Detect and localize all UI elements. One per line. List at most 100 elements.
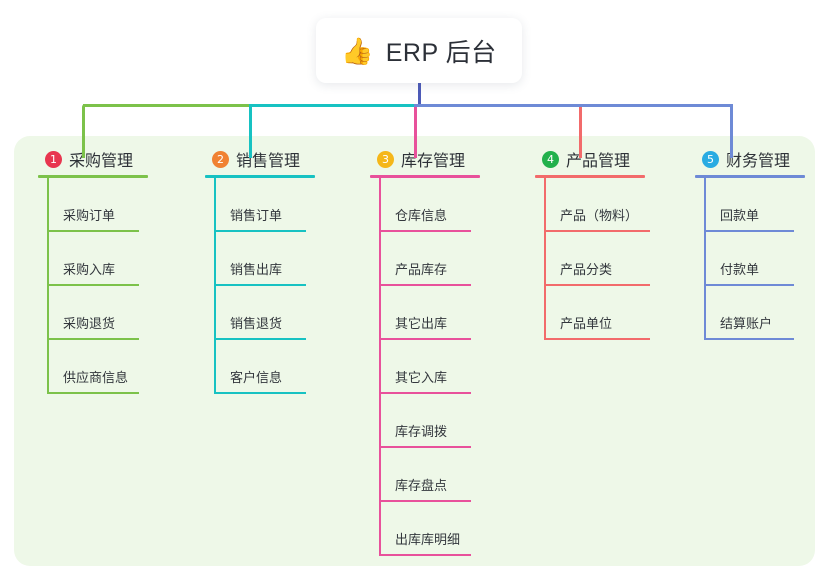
branch-header-4[interactable]: 4 产品管理 <box>535 148 645 170</box>
leaf-node-underline <box>379 500 471 502</box>
leaf-node-label: 出库库明细 <box>395 532 461 547</box>
root-node-title: ERP 后台 <box>385 38 497 67</box>
branch-title-2: 销售管理 <box>236 153 301 170</box>
leaf-node-underline <box>379 392 471 394</box>
leaf-node[interactable]: 销售退货 <box>214 286 315 340</box>
leaf-node-underline <box>47 230 139 232</box>
leaf-node[interactable]: 产品（物料） <box>544 178 650 232</box>
leaf-node[interactable]: 库存盘点 <box>379 448 480 502</box>
branch-trunk-3 <box>379 178 381 556</box>
branch-header-2[interactable]: 2 销售管理 <box>205 148 315 170</box>
branch-items-3: 仓库信息产品库存其它出库其它入库库存调拨库存盘点出库库明细 <box>379 178 480 556</box>
branch-title-1: 采购管理 <box>69 153 134 170</box>
leaf-node-label: 产品（物料） <box>560 208 639 223</box>
leaf-node-label: 付款单 <box>720 262 760 277</box>
branch-trunk-5 <box>704 178 706 340</box>
leaf-node[interactable]: 销售出库 <box>214 232 315 286</box>
branch-header-3[interactable]: 3 库存管理 <box>370 148 480 170</box>
leaf-node[interactable]: 结算账户 <box>704 286 805 340</box>
root-connector-stem <box>418 83 421 107</box>
leaf-node-label: 产品库存 <box>395 262 448 277</box>
leaf-node-underline <box>544 284 650 286</box>
branch-underline-5 <box>695 175 805 178</box>
branch-badge-5: 5 <box>702 150 719 168</box>
branch-column-2: 2 销售管理销售订单销售出库销售退货客户信息 <box>205 148 315 394</box>
leaf-node-underline <box>704 230 794 232</box>
branch-badge-4: 4 <box>542 150 559 168</box>
leaf-node[interactable]: 产品单位 <box>544 286 650 340</box>
leaf-node-underline <box>379 554 471 556</box>
branch-column-5: 5 财务管理回款单付款单结算账户 <box>695 148 805 340</box>
branch-column-4: 4 产品管理产品（物料） 产品分类产品单位 <box>535 148 650 340</box>
leaf-node-label: 采购订单 <box>63 208 116 223</box>
branch-items-1: 采购订单采购入库采购退货供应商信息 <box>47 178 148 394</box>
leaf-node-underline <box>704 338 794 340</box>
branch-underline-1 <box>38 175 148 178</box>
leaf-node-label: 采购入库 <box>63 262 116 277</box>
leaf-node[interactable]: 其它出库 <box>379 286 480 340</box>
leaf-node-label: 其它出库 <box>395 316 448 331</box>
branch-title-4: 产品管理 <box>566 153 631 170</box>
leaf-node-label: 库存调拨 <box>395 424 448 439</box>
leaf-node[interactable]: 产品库存 <box>379 232 480 286</box>
leaf-node-underline <box>214 230 306 232</box>
leaf-node-underline <box>379 284 471 286</box>
leaf-node[interactable]: 回款单 <box>704 178 805 232</box>
branch-badge-1: 1 <box>45 150 62 168</box>
connector-bar-segment-2 <box>249 104 415 107</box>
branch-underline-2 <box>205 175 315 178</box>
leaf-node[interactable]: 供应商信息 <box>47 340 148 394</box>
leaf-node-underline <box>47 338 139 340</box>
thumbs-up-icon: 👍 <box>341 35 374 66</box>
branch-title-5: 财务管理 <box>726 153 791 170</box>
leaf-node-label: 回款单 <box>720 208 760 223</box>
branch-underline-3 <box>370 175 480 178</box>
connector-drop-2 <box>249 104 252 158</box>
branch-title-3: 库存管理 <box>401 153 466 170</box>
leaf-node-underline <box>704 284 794 286</box>
leaf-node[interactable]: 采购退货 <box>47 286 148 340</box>
leaf-node[interactable]: 采购订单 <box>47 178 148 232</box>
leaf-node[interactable]: 产品分类 <box>544 232 650 286</box>
leaf-node-underline <box>47 284 139 286</box>
branch-items-2: 销售订单销售出库销售退货客户信息 <box>214 178 315 394</box>
leaf-node-label: 销售订单 <box>230 208 283 223</box>
leaf-node-label: 采购退货 <box>63 316 116 331</box>
root-node[interactable]: 👍 ERP 后台 <box>316 18 522 83</box>
branch-column-3: 3 库存管理仓库信息产品库存其它出库其它入库库存调拨库存盘点出库库明细 <box>370 148 480 556</box>
leaf-node-underline <box>379 446 471 448</box>
branch-column-1: 1 采购管理采购订单采购入库采购退货供应商信息 <box>38 148 148 394</box>
branch-trunk-1 <box>47 178 49 394</box>
leaf-node-underline <box>544 338 650 340</box>
branch-header-5[interactable]: 5 财务管理 <box>695 148 805 170</box>
leaf-node[interactable]: 客户信息 <box>214 340 315 394</box>
leaf-node-label: 其它入库 <box>395 370 448 385</box>
leaf-node-underline <box>379 338 471 340</box>
leaf-node-label: 仓库信息 <box>395 208 448 223</box>
leaf-node[interactable]: 仓库信息 <box>379 178 480 232</box>
leaf-node-label: 产品分类 <box>560 262 613 277</box>
connector-drop-5 <box>730 104 733 158</box>
leaf-node[interactable]: 库存调拨 <box>379 394 480 448</box>
leaf-node-underline <box>47 392 139 394</box>
leaf-node[interactable]: 采购入库 <box>47 232 148 286</box>
leaf-node-label: 供应商信息 <box>63 370 129 385</box>
leaf-node-underline <box>214 338 306 340</box>
leaf-node-label: 客户信息 <box>230 370 283 385</box>
leaf-node-label: 结算账户 <box>720 316 773 331</box>
connector-drop-3 <box>414 104 417 158</box>
leaf-node-label: 销售出库 <box>230 262 283 277</box>
branch-items-4: 产品（物料） 产品分类产品单位 <box>544 178 650 340</box>
branch-badge-2: 2 <box>212 150 229 168</box>
leaf-node-label: 销售退货 <box>230 316 283 331</box>
leaf-node[interactable]: 付款单 <box>704 232 805 286</box>
branch-header-1[interactable]: 1 采购管理 <box>38 148 148 170</box>
branch-items-5: 回款单付款单结算账户 <box>704 178 805 340</box>
leaf-node[interactable]: 出库库明细 <box>379 502 480 556</box>
leaf-node[interactable]: 销售订单 <box>214 178 315 232</box>
leaf-node[interactable]: 其它入库 <box>379 340 480 394</box>
branch-trunk-2 <box>214 178 216 394</box>
branch-badge-3: 3 <box>377 150 394 168</box>
leaf-node-underline <box>544 230 650 232</box>
